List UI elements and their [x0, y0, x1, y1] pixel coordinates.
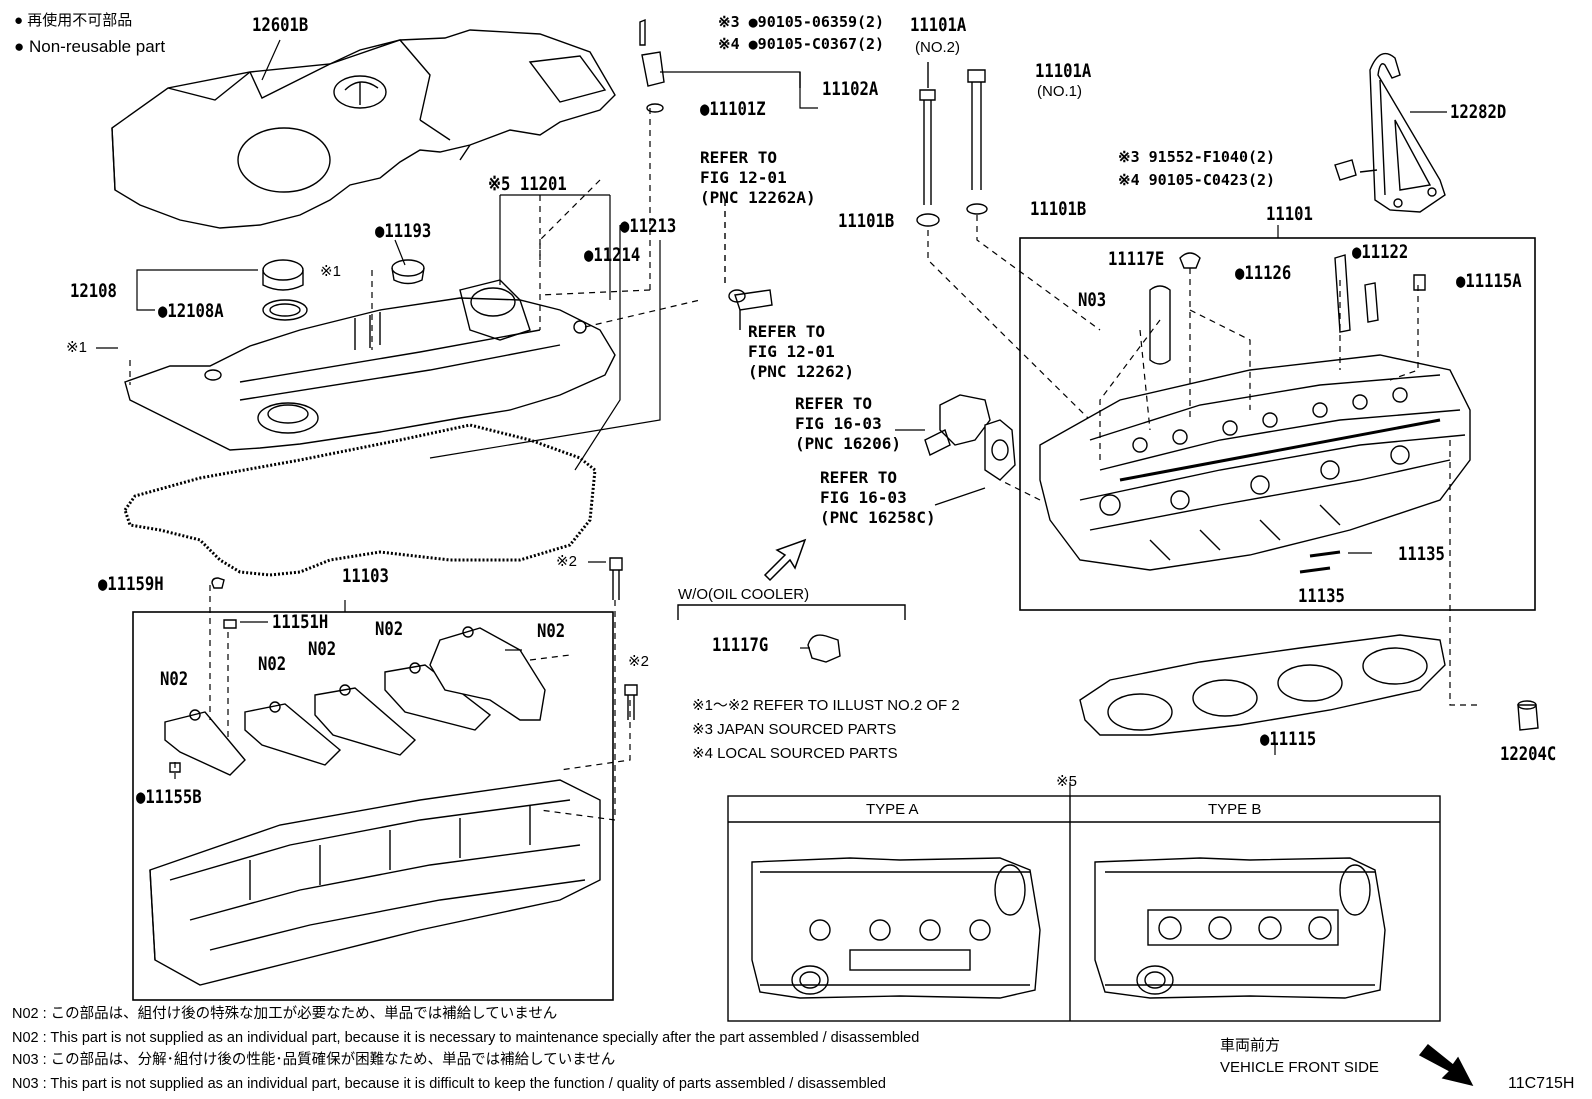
part-11159H[interactable]: ●11159H: [98, 573, 164, 595]
part-11115A[interactable]: ●11115A: [1456, 270, 1522, 292]
type-table-marker: ※5: [1056, 773, 1077, 790]
part-11117E[interactable]: 11117E: [1108, 248, 1165, 270]
part-11102A[interactable]: 11102A: [822, 78, 879, 100]
note-mark-x1-b: ※1: [66, 339, 87, 356]
head-gasket-drawing: [1079, 634, 1446, 755]
part-12204C[interactable]: 12204C: [1500, 743, 1557, 765]
part-11115[interactable]: ●11115: [1260, 728, 1317, 750]
part-N02-a[interactable]: N02: [375, 618, 404, 640]
part-11193[interactable]: ●11193: [375, 220, 432, 242]
refer-fig16-03-16206[interactable]: REFER TO FIG 16-03 (PNC 16206): [795, 394, 901, 453]
figure-code: 11C715H: [1508, 1075, 1575, 1092]
refer-fig16-03-16258C[interactable]: REFER TO FIG 16-03 (PNC 16258C): [820, 468, 936, 527]
part-11101A-no2[interactable]: 11101A: [910, 14, 967, 36]
bearing-caps-drawing: [164, 626, 546, 776]
footnote-n02-jp: N02 : この部品は、組付け後の特殊な加工が必要なため、単品では補給していませ…: [12, 1006, 558, 1022]
head-bolts-drawing: [916, 62, 1101, 421]
type-b-cover-drawing: [1094, 857, 1386, 999]
camshaft-housing-drawing: [149, 779, 601, 986]
refer-fig12-01-12262[interactable]: REFER TO FIG 12-01 (PNC 12262): [748, 322, 854, 381]
oil-cooler-bracket: [677, 604, 906, 620]
bolt-ref-top-1: ※3 ●90105-06359(2): [718, 13, 885, 31]
cylinder-head-drawing: [1039, 354, 1471, 571]
engine-hanger-drawing: [1334, 52, 1447, 213]
type-a-label: TYPE A: [866, 801, 919, 818]
vehicle-front-en: VEHICLE FRONT SIDE: [1220, 1059, 1379, 1076]
part-N02-e[interactable]: N02: [160, 668, 189, 690]
cam-sensor-drawing: [639, 18, 818, 113]
oil-cooler-plug-drawing: [807, 634, 841, 663]
part-11101A-no1[interactable]: 11101A: [1035, 60, 1092, 82]
part-11101B-a[interactable]: 11101B: [838, 210, 895, 232]
part-N02-c[interactable]: N02: [308, 638, 337, 660]
hose-drawing: [724, 200, 773, 330]
legend-en: ● Non-reusable part: [14, 37, 166, 56]
part-11101[interactable]: 11101: [1266, 203, 1313, 225]
note-refer-illust: ※1～※2 REFER TO ILLUST NO.2 OF 2: [692, 697, 960, 714]
head-dashed-leaders: [999, 268, 1480, 706]
footnote-n03-en: N03 : This part is not supplied as an in…: [12, 1076, 886, 1092]
housing-dashed-leaders: [174, 585, 631, 821]
part-11135-b[interactable]: 11135: [1298, 585, 1345, 607]
part-11151H[interactable]: 11151H: [272, 611, 329, 633]
note-mark-x2-a: ※2: [556, 553, 577, 570]
note-japan-sourced: ※3 JAPAN SOURCED PARTS: [692, 721, 897, 738]
vehicle-front-jp: 車両前方: [1220, 1037, 1281, 1054]
bolt-ref-top-2: ※4 ●90105-C0367(2): [718, 35, 885, 53]
part-11117G[interactable]: 11117G: [712, 634, 769, 656]
without-oil-cooler-label: W/O(OIL COOLER): [678, 586, 810, 603]
part-11126[interactable]: ●11126: [1235, 262, 1292, 284]
housing-bolts-drawing: [169, 557, 638, 773]
note-mark-x1-a: ※1: [320, 263, 341, 280]
part-12282D[interactable]: 12282D: [1450, 101, 1507, 123]
part-N02-d[interactable]: N02: [258, 653, 287, 675]
oil-control-valve-refer-drawing: [895, 394, 1016, 506]
part-12108A[interactable]: ●12108A: [158, 300, 224, 322]
legend-jp: ● 再使用不可部品: [14, 12, 133, 29]
part-11103[interactable]: 11103: [342, 565, 389, 587]
part-11101A-no2-sub: (NO.2): [915, 39, 960, 56]
direction-arrow: [763, 538, 807, 582]
type-table: [727, 782, 1441, 1022]
leader-lines: [96, 39, 701, 471]
part-N03[interactable]: N03: [1078, 289, 1107, 311]
part-11135-a[interactable]: 11135: [1398, 543, 1445, 565]
camshaft-housing-box: [132, 611, 614, 1001]
part-11101B-b[interactable]: 11101B: [1030, 198, 1087, 220]
note-local-sourced: ※4 LOCAL SOURCED PARTS: [692, 745, 898, 762]
engine-cover-drawing: [111, 29, 616, 229]
part-11201[interactable]: ※5 11201: [488, 173, 567, 195]
part-11214[interactable]: ●11214: [584, 244, 641, 266]
refer-fig12-01-12262A[interactable]: REFER TO FIG 12-01 (PNC 12262A): [700, 148, 816, 207]
part-11101A-no1-sub: (NO.1): [1037, 83, 1082, 100]
cover-gasket-drawing: [123, 423, 597, 577]
plug-12204c-drawing: [1517, 700, 1539, 731]
part-11155B[interactable]: ●11155B: [136, 786, 202, 808]
footnote-n02-en: N02 : This part is not supplied as an in…: [12, 1030, 920, 1046]
part-N02-b[interactable]: N02: [537, 620, 566, 642]
bolt-ref-right-2: ※4 90105-C0423(2): [1118, 171, 1276, 189]
part-12108[interactable]: 12108: [70, 280, 117, 302]
part-11213[interactable]: ●11213: [620, 215, 677, 237]
head-small-parts: [1149, 252, 1426, 574]
part-11101Z[interactable]: ●11101Z: [700, 98, 766, 120]
footnote-n03-jp: N03 : この部品は、分解･組付け後の性能･品質確保が困難なため、単品では補給…: [12, 1052, 616, 1068]
vehicle-front-arrow: [1418, 1044, 1474, 1087]
part-11122[interactable]: ●11122: [1352, 241, 1409, 263]
bolt-ref-right-1: ※3 91552-F1040(2): [1118, 148, 1276, 166]
part-12601B[interactable]: 12601B: [252, 14, 309, 36]
type-a-cover-drawing: [751, 857, 1041, 999]
type-b-label: TYPE B: [1208, 801, 1262, 818]
note-mark-x2-b: ※2: [628, 653, 649, 670]
cylinder-head-cover-drawing: [124, 279, 616, 451]
oil-filler-cap-drawing: [262, 259, 425, 321]
